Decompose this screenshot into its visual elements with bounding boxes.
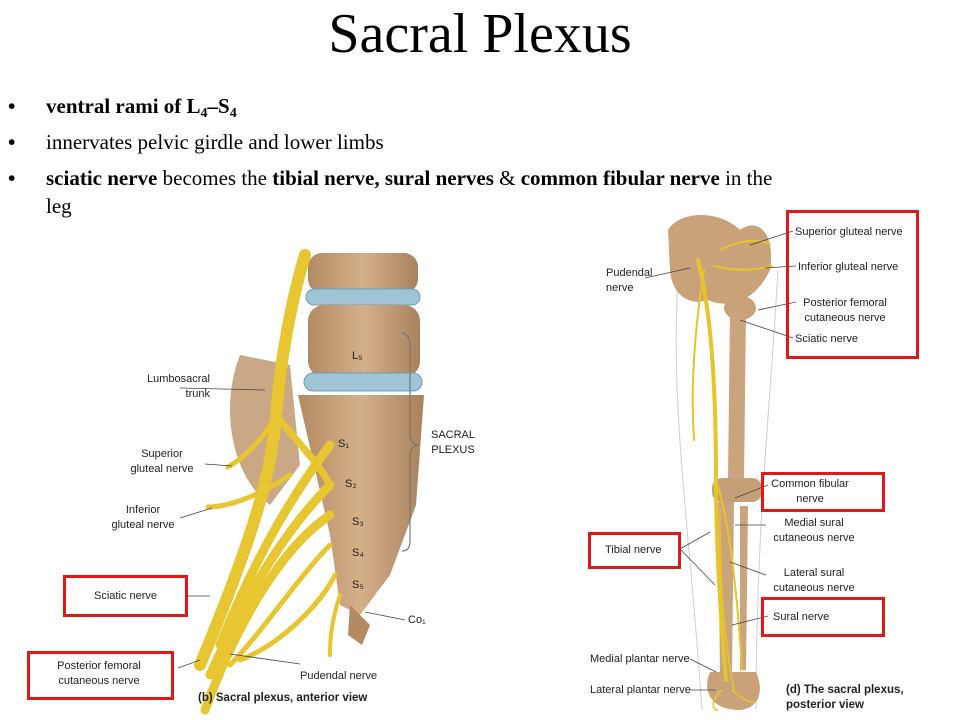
bullet-2-text: innervates pelvic girdle and lower limbs [46,130,384,154]
label-superior-gluteal-nerve-d: Superior gluteal nerve [795,226,903,238]
bullet-1: • ventral rami of L4–S4 [0,92,800,121]
label-medial-plantar-nerve: Medial plantar nerve [590,653,690,665]
segment-s4: S₄ [352,547,364,559]
bullet-2: • innervates pelvic girdle and lower lim… [0,128,800,156]
label-lateral-plantar-nerve: Lateral plantar nerve [590,684,691,696]
segment-s3: S₃ [352,516,364,528]
caption-figure-d: (d) The sacral plexus,posterior view [786,684,904,711]
caption-figure-b: (b) Sacral plexus, anterior view [198,692,368,704]
highlight-box-common-fibular [761,472,885,512]
label-sciatic-nerve-b: Sciatic nerve [94,590,157,602]
label-pudendal-nerve-b: Pudendal nerve [300,670,378,682]
bullet-1-text: ventral rami of L4–S4 [46,94,237,121]
sacral-plexus-posterior-illustration [668,215,779,711]
label-tibial-nerve: Tibial nerve [605,544,662,556]
segment-s1: S₁ [338,438,350,450]
sacral-plexus-anterior-illustration [194,249,424,715]
highlight-box-posterior-femoral-b [27,651,174,700]
label-sciatic-nerve-d: Sciatic nerve [795,333,858,345]
label-inferior-gluteal-nerve-d: Inferior gluteal nerve [798,261,899,273]
segment-l5: L₅ [352,350,363,362]
bullet-dot: • [8,130,16,154]
segment-s2: S₂ [345,478,357,490]
bullet-list: • ventral rami of L4–S4 • innervates pel… [0,92,800,228]
slide-title: Sacral Plexus [328,3,632,65]
bullet-dot: • [8,166,16,190]
highlight-box-sural [761,597,885,637]
segment-s5: S₅ [352,579,364,591]
label-co1: Co₁ [408,614,426,626]
highlight-box-gluteal-sciatic-d [786,210,919,359]
label-sural-nerve: Sural nerve [773,611,830,623]
bullet-dot: • [8,94,16,118]
bullet-3: • sciatic nerve becomes the tibial nerve… [0,164,800,220]
bullet-3-text: sciatic nerve becomes the tibial nerve, … [46,166,773,218]
highlight-box-sciatic-b [63,575,188,617]
highlight-box-tibial [588,532,681,569]
